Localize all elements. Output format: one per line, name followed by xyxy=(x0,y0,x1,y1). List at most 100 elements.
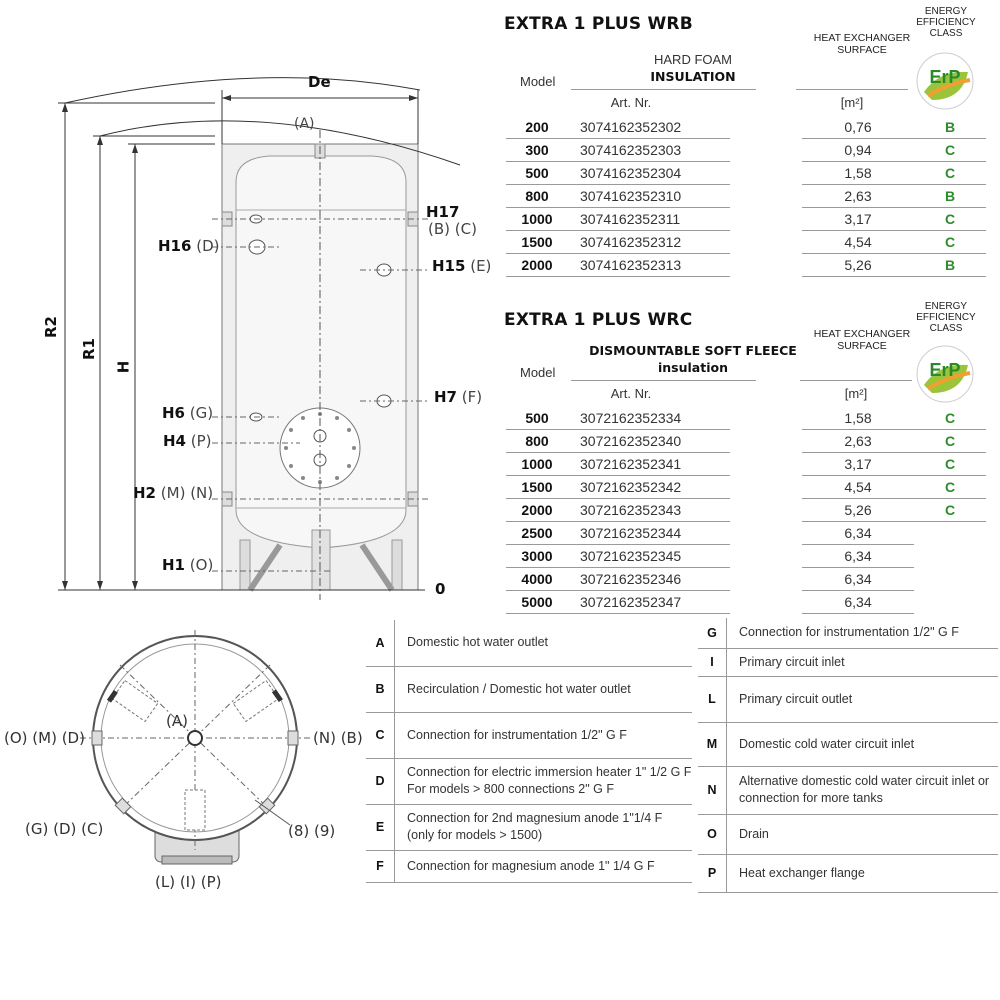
wrc-art-header: Art. Nr. xyxy=(610,386,652,401)
legend-key: E xyxy=(366,804,395,851)
wrb-title: EXTRA 1 PLUS WRB xyxy=(504,14,693,34)
wrc-surface-cell: 6,34 xyxy=(802,521,914,545)
wrb-art-header: Art. Nr. xyxy=(610,95,652,110)
spacer xyxy=(730,499,802,522)
wrc-insulation-line2: insulation xyxy=(658,360,728,375)
top-view-left-label: (O) (M) (D) xyxy=(4,729,85,747)
legend-text: Drain xyxy=(726,814,998,855)
de-label: De xyxy=(308,73,331,91)
wrb-model-cell: 800 xyxy=(506,184,568,208)
spacer xyxy=(730,591,802,614)
wrc-art-cell: 3072162352334 xyxy=(568,407,730,430)
wrb-surface-cell: 2,63 xyxy=(802,184,914,208)
wrb-class-cell: C xyxy=(914,161,986,185)
wrc-surface-cell: 6,34 xyxy=(802,590,914,614)
h16-label: H16 (D) xyxy=(158,237,220,255)
h-label: H xyxy=(114,360,133,374)
wrc-surface-cell: 4,54 xyxy=(802,475,914,499)
legend-text: Connection for instrumentation 1/2" G F xyxy=(394,712,692,759)
wrb-model-cell: 1500 xyxy=(506,230,568,254)
legend-key: C xyxy=(366,712,395,759)
wrc-art-cell: 3072162352345 xyxy=(568,544,730,568)
spacer xyxy=(730,453,802,476)
wrc-insulation-line1: DISMOUNTABLE SOFT FLEECE xyxy=(589,343,797,358)
wrb-class-cell: C xyxy=(914,230,986,254)
wrc-title: EXTRA 1 PLUS WRC xyxy=(504,310,693,330)
legend-text: Connection for 2nd magnesium anode 1"1/4… xyxy=(394,804,692,851)
tank-top-view xyxy=(80,630,310,865)
legend-key: L xyxy=(698,676,727,723)
spacer xyxy=(730,162,802,185)
wrc-class-cell xyxy=(914,545,986,568)
wrb-surface-cell: 5,26 xyxy=(802,253,914,277)
wrb-model-cell: 300 xyxy=(506,138,568,162)
wrc-class-cell: C xyxy=(914,452,986,476)
wrb-surface-header: Heat exchangersurface xyxy=(813,32,911,56)
spacer xyxy=(730,522,802,545)
wrb-class-cell: B xyxy=(914,253,986,277)
wrc-model-cell: 800 xyxy=(506,429,568,453)
h15-label: H15 (E) xyxy=(432,257,492,275)
spacer xyxy=(730,139,802,162)
wrc-surface-cell: 6,34 xyxy=(802,567,914,591)
wrc-surface-cell: 2,63 xyxy=(802,429,914,453)
wrc-class-cell: C xyxy=(914,498,986,522)
h6-label: H6 (G) xyxy=(162,404,214,422)
top-view-right-label: (N) (B) xyxy=(313,729,363,747)
wrc-model-cell: 2500 xyxy=(506,521,568,545)
wrc-class-cell: C xyxy=(914,429,986,453)
legend-text: Alternative domestic cold water circuit … xyxy=(726,766,998,815)
wrc-class-cell xyxy=(914,591,986,614)
top-view-bottom-label: (L) (I) (P) xyxy=(155,873,222,891)
wrc-class-cell: C xyxy=(914,475,986,499)
wrb-erp-text: ErP xyxy=(929,67,960,87)
wrc-art-cell: 3072162352340 xyxy=(568,429,730,453)
spacer xyxy=(730,231,802,254)
wrb-class-cell: B xyxy=(914,116,986,139)
wrb-model-cell: 2000 xyxy=(506,253,568,277)
legend-key: A xyxy=(366,620,395,667)
wrb-art-cell: 3074162352311 xyxy=(568,207,730,231)
wrb-model-header: Model xyxy=(520,74,556,89)
legend-key: N xyxy=(698,766,727,815)
top-view-lower-right-label: (8) (9) xyxy=(288,822,336,840)
spacer xyxy=(730,208,802,231)
legend-text: Domestic cold water circuit inlet xyxy=(726,722,998,767)
wrb-model-cell: 200 xyxy=(506,116,568,139)
zero-label: 0 xyxy=(435,580,446,598)
wrc-art-cell: 3072162352344 xyxy=(568,521,730,545)
wrc-erp-text: ErP xyxy=(929,360,960,380)
wrc-model-cell: 1000 xyxy=(506,452,568,476)
wrb-model-cell: 1000 xyxy=(506,207,568,231)
wrc-art-cell: 3072162352341 xyxy=(568,452,730,476)
wrb-surface-cell: 0,94 xyxy=(802,138,914,162)
legend-key: F xyxy=(366,850,395,883)
wrb-art-cell: 3074162352303 xyxy=(568,138,730,162)
wrc-model-cell: 3000 xyxy=(506,544,568,568)
wrc-erp-logo: ErP xyxy=(916,345,974,403)
h17-sub-label: (B) (C) xyxy=(428,220,477,238)
wrb-art-cell: 3074162352304 xyxy=(568,161,730,185)
wrb-surface-cell: 3,17 xyxy=(802,207,914,231)
legend-key: M xyxy=(698,722,727,767)
wrb-surface-cell: 1,58 xyxy=(802,161,914,185)
legend-key: P xyxy=(698,854,727,893)
legend-text: Heat exchanger flange xyxy=(726,854,998,893)
spacer xyxy=(730,407,802,430)
